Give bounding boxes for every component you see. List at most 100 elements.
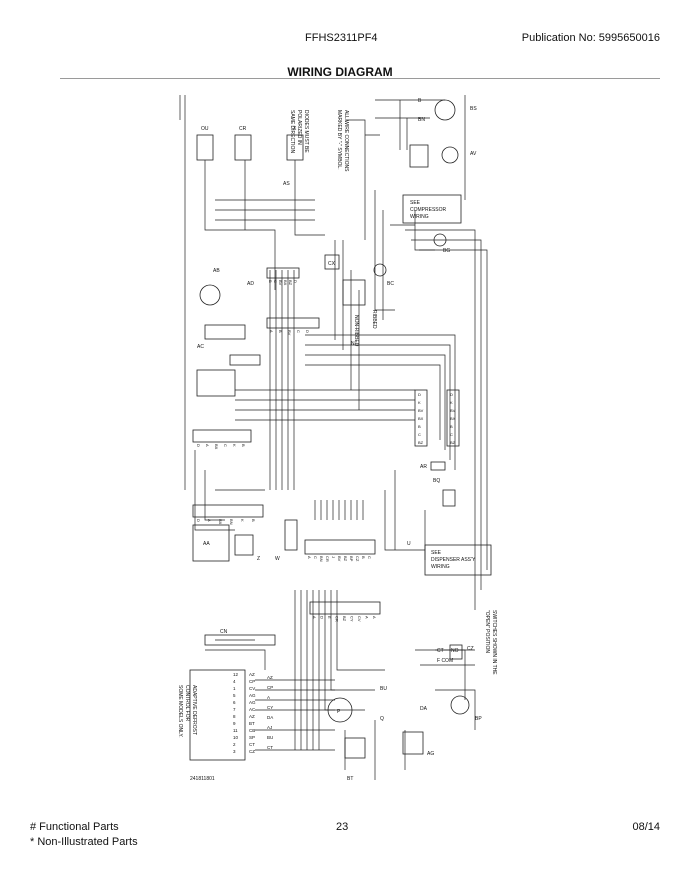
label-x: X — [293, 126, 297, 132]
left-connector-pin: C — [223, 444, 228, 447]
bottom-connector-pin: CR — [335, 616, 340, 622]
right-connector1-pin: B — [418, 424, 421, 429]
header-rule — [60, 78, 660, 79]
left-connector2-pin: K — [240, 519, 245, 522]
adc-terminal-number: 2 — [233, 742, 236, 747]
bottom-connector-pin: CV — [357, 616, 362, 622]
adc-terminal-code: AG — [249, 700, 256, 705]
note-switches-1: SWITCHES SHOWN IN THE — [491, 610, 497, 675]
right-connector2-pin: BX — [450, 416, 456, 421]
label-b: B — [418, 98, 422, 104]
label-bc: BC — [387, 281, 394, 287]
left-connector2-pin: A — [207, 519, 212, 522]
bottom-connector-pin: BZ — [342, 616, 347, 622]
w-connector-pin: BN — [319, 556, 324, 562]
bottom-connector-pin: A — [365, 616, 370, 619]
note-non-ribbed: NON-RIBBED — [353, 315, 359, 347]
label-ac: AC — [197, 344, 204, 350]
adc-terminal-number: 10 — [233, 735, 239, 740]
adc-row-letter: A — [267, 695, 270, 700]
label-q: Q — [380, 716, 384, 722]
w-connector-pin: BP — [349, 556, 354, 562]
wiring-diagram: .w { fill: none; stroke: #222; stroke-wi… — [177, 95, 497, 782]
label-bs: BS — [470, 106, 477, 112]
note-wire-2: MARKED BY "-" SYMBOL. — [336, 110, 342, 170]
bottom-connector-pin: A — [312, 616, 317, 619]
top-connector-pin: BX — [283, 280, 288, 286]
label-da: DA — [420, 706, 428, 712]
label-bp: BP — [475, 716, 482, 722]
note-diodes-3: SAME DIRECTION — [289, 110, 295, 153]
adc-terminal-code: AZ — [249, 672, 255, 677]
note-ribbed: RIBBED — [371, 310, 377, 329]
bottom-connector-pin: A — [372, 616, 377, 619]
adc-terminal-code: AZ — [249, 714, 255, 719]
label-bn: BN — [418, 117, 425, 123]
adc-terminal-code: SP — [249, 735, 255, 740]
right-connector1-pin: BV — [418, 408, 424, 413]
left-connector-pin: A — [205, 444, 210, 447]
top-connector-pin: BZ — [288, 280, 293, 286]
label-w: W — [275, 556, 280, 562]
mid-connector-pin: A — [269, 330, 274, 333]
w-connector-pin: CR — [325, 556, 330, 562]
w-connector-pin: CZ — [355, 556, 360, 562]
notes: DIODES MUST BE POLARIZED IN SAME DIRECTI… — [177, 110, 497, 782]
left-connector2-pin: B — [251, 519, 256, 522]
label-ag: AG — [427, 751, 434, 757]
adc-terminal-code: CP — [249, 679, 255, 684]
bottom-connector-pin: D — [320, 616, 325, 619]
note-adaptive-1: ADAPTIVE DEFROST — [191, 685, 197, 735]
adc-terminal-number: 9 — [233, 721, 236, 726]
w-connector-pin: BZ — [343, 556, 348, 562]
w-connector-pin: A — [307, 556, 312, 559]
right-connector2-pin: BV — [450, 408, 456, 413]
label-p: P — [337, 709, 341, 715]
mid-connector-pin: C — [296, 330, 301, 333]
label-aa: AA — [203, 541, 210, 547]
revision-date: 08/14 — [632, 821, 660, 833]
top-connector-pin: B — [268, 280, 273, 283]
adc-row-letter: AZ — [267, 675, 273, 680]
non-illustrated-parts-note: * Non-Illustrated Parts — [30, 836, 138, 848]
top-connector-pin: C — [273, 280, 278, 283]
label-ab: AB — [213, 268, 220, 274]
adc-terminal-number: 6 — [233, 700, 236, 705]
bottom-connector-pin: E — [327, 616, 332, 619]
adc-terminal-number: 7 — [233, 707, 236, 712]
right-connector1-pin: BX — [418, 416, 424, 421]
note-compressor-2: COMPRESSOR — [410, 207, 447, 213]
mid-connector-pin: B — [278, 330, 283, 333]
w-connector-pin: C — [313, 556, 318, 559]
note-wire-1: ALL WIRE CONNECTIONS — [343, 110, 349, 172]
mid-connector-pin: BV — [287, 330, 292, 336]
adc-row-letter: CT — [267, 745, 273, 750]
label-u: U — [407, 541, 411, 547]
adc-terminal-code: AC — [249, 707, 256, 712]
w-connector-pin: C — [367, 556, 372, 559]
note-adaptive-3: SOME MODELS ONLY. — [177, 685, 183, 738]
left-connector2-pin: BX — [218, 519, 223, 525]
w-connector-pin: BV — [337, 556, 342, 562]
note-diodes-1: DIODES MUST BE — [303, 110, 309, 153]
wiring-traces — [179, 95, 488, 780]
bottom-connector-pin: CY — [350, 616, 355, 622]
adc-terminal-number: 11 — [233, 728, 238, 733]
right-connector1-pin: K — [418, 400, 421, 405]
components — [189, 99, 492, 761]
adc-terminal-number: 12 — [233, 672, 239, 677]
adc-terminal-number: 1 — [233, 686, 236, 691]
note-diodes-2: POLARIZED IN — [296, 110, 302, 145]
left-connector2-pin: D — [196, 519, 201, 522]
right-connector2-pin: D — [450, 392, 453, 397]
right-connector2-pin: K — [450, 400, 453, 405]
component-labels: BS B BN AV OU CR X AS BG BC AB AD AC CX … — [197, 98, 482, 782]
label-bu: BU — [380, 686, 387, 692]
left-connector-pin: BX — [214, 444, 219, 450]
right-connector1-pin: BZ — [418, 440, 424, 445]
label-z: Z — [257, 556, 260, 562]
label-n: N — [351, 341, 355, 347]
w-connector-pin: B — [361, 556, 366, 559]
label-as: AS — [283, 181, 290, 187]
adc-row-letter: CY — [267, 705, 273, 710]
